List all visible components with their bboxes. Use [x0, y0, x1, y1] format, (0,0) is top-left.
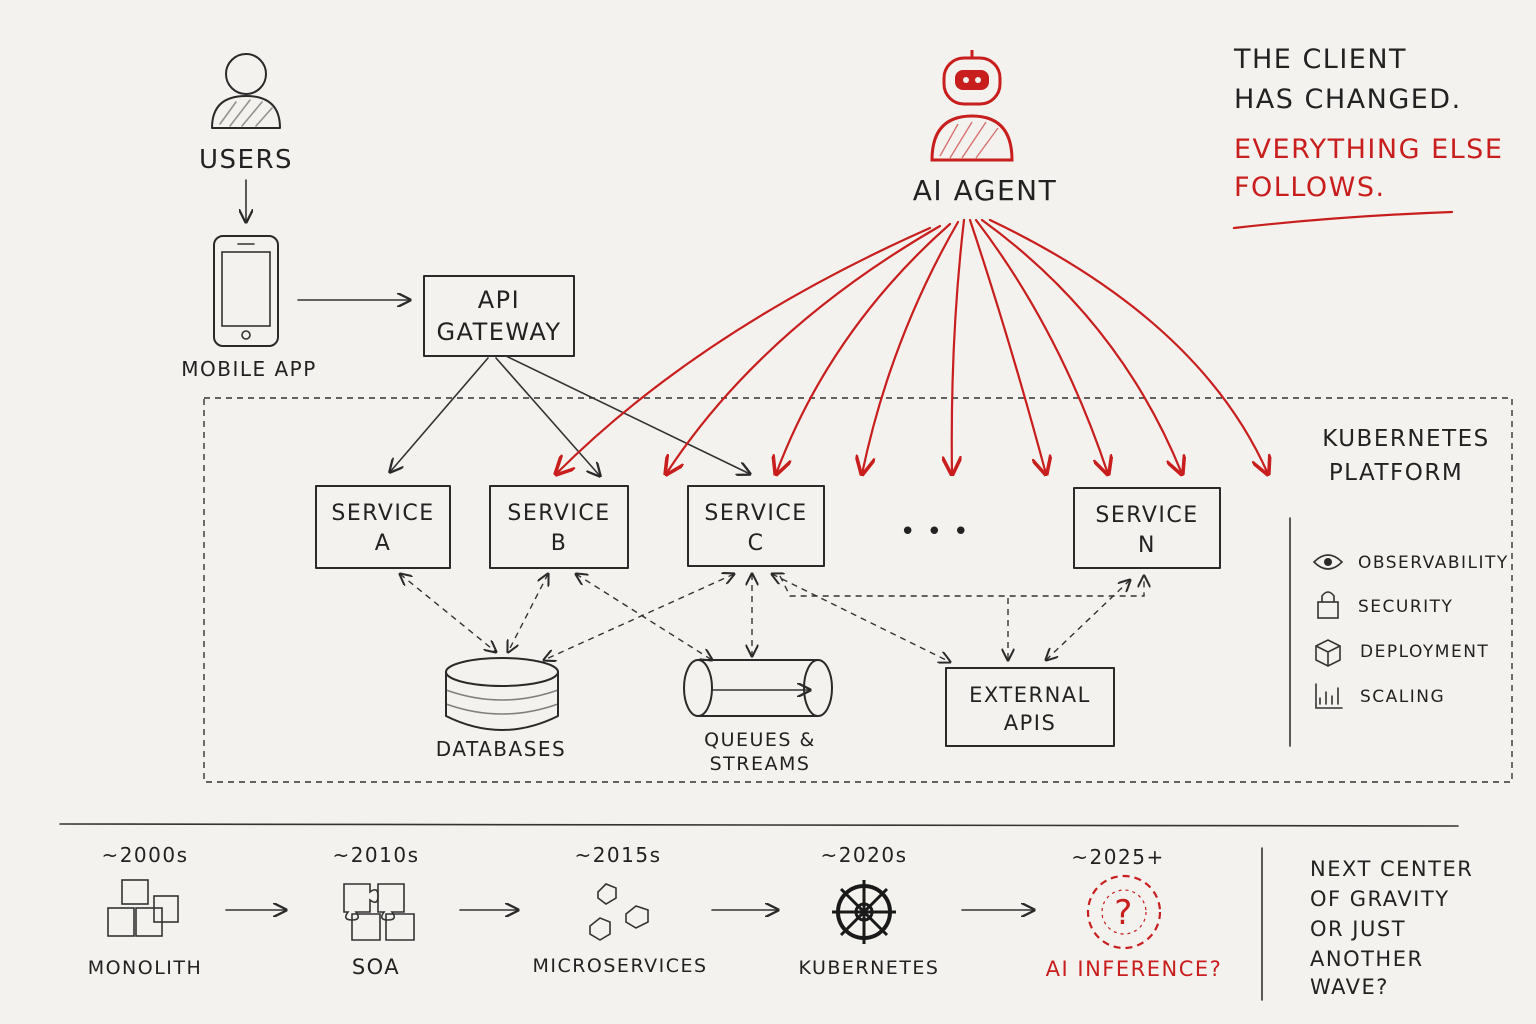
lock-icon	[1317, 591, 1339, 619]
agent-arrows	[556, 218, 1268, 474]
data-connections	[400, 574, 1144, 662]
closing-line-3: OR JUST	[1310, 917, 1406, 941]
feature-label-security: SECURITY	[1358, 597, 1453, 617]
gateway-arrows	[390, 355, 750, 476]
puzzle-icon	[343, 883, 415, 941]
timeline-ai-inference: ~2025+ ? AI INFERENCE?	[1046, 845, 1223, 981]
headline-line-1: THE CLIENT	[1233, 44, 1407, 75]
service-b-line-1: SERVICE	[507, 501, 610, 526]
era-label-microservices: ~2015s	[574, 843, 661, 867]
service-n-line-2: N	[1138, 533, 1156, 558]
external-apis-box	[945, 667, 1115, 747]
headline: THE CLIENT HAS CHANGED. EVERYTHING ELSE …	[1232, 44, 1503, 230]
more-services-ellipsis: • • •	[900, 517, 970, 547]
era-label-ai-inference: ~2025+	[1071, 845, 1164, 869]
service-a: SERVICE A	[315, 485, 451, 569]
service-c: SERVICE C	[687, 485, 825, 567]
timeline-microservices: ~2015s MICROSERVICES	[532, 843, 707, 977]
api-gateway-line-2: GATEWAY	[436, 318, 561, 346]
mobile-phone-icon	[213, 235, 279, 347]
chart-icon	[1315, 683, 1343, 709]
service-b-line-2: B	[551, 531, 568, 556]
users-label: USERS	[199, 145, 293, 175]
feature-deployment: DEPLOYMENT	[1315, 639, 1489, 667]
era-name-microservices: MICROSERVICES	[532, 955, 707, 977]
blocks-icon	[107, 879, 179, 937]
closing-line-5: WAVE?	[1310, 975, 1389, 999]
question-mark: ?	[1114, 893, 1134, 933]
headline-red-line-2: FOLLOWS.	[1234, 172, 1386, 203]
hexagons-icon	[589, 883, 649, 941]
closing-line-4: ANOTHER	[1310, 947, 1424, 971]
service-c-line-1: SERVICE	[704, 501, 807, 526]
timeline-divider	[59, 823, 1459, 827]
cube-icon	[1315, 639, 1341, 667]
feature-label-observability: OBSERVABILITY	[1358, 553, 1509, 573]
headline-line-2: HAS CHANGED.	[1234, 84, 1462, 115]
headline-underline	[1232, 210, 1454, 230]
mobile-app-label: MOBILE APP	[181, 357, 317, 381]
databases-label: DATABASES	[436, 737, 566, 761]
queues-line-1: QUEUES &	[704, 729, 816, 751]
robot-icon	[930, 50, 1014, 162]
era-name-soa: SOA	[352, 955, 400, 979]
service-n-box	[1073, 487, 1221, 569]
queue-pipe-icon	[683, 659, 833, 717]
feature-label-deployment: DEPLOYMENT	[1360, 642, 1489, 662]
service-c-line-2: C	[748, 531, 765, 556]
service-b-box	[489, 485, 629, 569]
kubernetes-platform-line-2: PLATFORM	[1329, 460, 1463, 486]
feature-label-scaling: SCALING	[1360, 687, 1445, 707]
closing-line-1: NEXT CENTER	[1310, 857, 1473, 881]
timeline-soa: ~2010s SOA	[332, 843, 419, 979]
era-name-ai-inference: AI INFERENCE?	[1046, 957, 1223, 981]
service-n-line-1: SERVICE	[1095, 503, 1198, 528]
external-apis-line-2: APIS	[1004, 711, 1057, 735]
closing-line-2: OF GRAVITY	[1310, 887, 1450, 911]
era-name-monolith: MONOLITH	[88, 957, 203, 979]
era-label-soa: ~2010s	[332, 843, 419, 867]
timeline-monolith: ~2000s MONOLITH	[88, 843, 203, 979]
external-apis-line-1: EXTERNAL	[969, 683, 1091, 707]
kubernetes-platform-line-1: KUBERNETES	[1322, 426, 1490, 452]
service-a-line-1: SERVICE	[331, 501, 434, 526]
ai-agent-label: AI AGENT	[913, 174, 1057, 207]
api-gateway-box	[423, 275, 575, 357]
era-label-monolith: ~2000s	[101, 843, 188, 867]
databases-cylinder-icon	[445, 657, 559, 731]
closing-question: NEXT CENTER OF GRAVITY OR JUST ANOTHER W…	[1310, 857, 1473, 999]
feature-observability: OBSERVABILITY	[1312, 553, 1509, 573]
kubernetes-platform-boundary	[203, 397, 1513, 783]
timeline-kubernetes: ~2020s KUBERNETES	[799, 843, 940, 979]
feature-security: SECURITY	[1317, 591, 1453, 619]
queues-line-2: STREAMS	[710, 753, 811, 775]
api-gateway-line-1: API	[478, 286, 520, 314]
service-b: SERVICE B	[489, 485, 629, 569]
question-icon	[1086, 874, 1162, 950]
era-label-kubernetes: ~2020s	[820, 843, 907, 867]
service-a-line-2: A	[375, 531, 392, 556]
era-name-kubernetes: KUBERNETES	[799, 957, 940, 979]
service-n: SERVICE N	[1073, 487, 1221, 569]
eye-icon	[1312, 554, 1344, 570]
service-c-box	[687, 485, 825, 567]
feature-scaling: SCALING	[1315, 683, 1445, 709]
service-a-box	[315, 485, 451, 569]
helm-wheel-icon	[832, 880, 896, 944]
headline-red-line-1: EVERYTHING ELSE	[1234, 134, 1503, 165]
users-icon	[211, 53, 281, 129]
